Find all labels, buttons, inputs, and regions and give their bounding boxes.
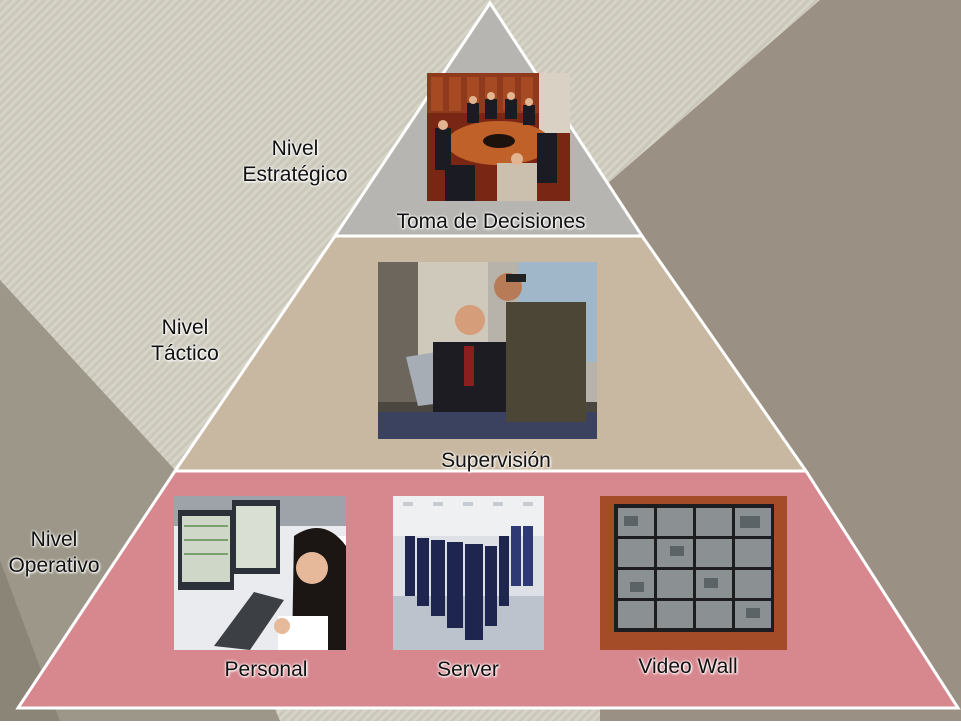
operator-headset-photo <box>174 496 346 650</box>
server-caption: Server <box>437 658 499 681</box>
tactical-caption: Supervisión <box>441 449 551 472</box>
video-wall-photo <box>600 496 787 650</box>
strategic-caption: Toma de Decisiones <box>396 210 586 233</box>
personal-caption: Personal <box>224 658 308 681</box>
tactical-level-label: Nivel Táctico <box>130 315 240 367</box>
server-room-photo <box>393 496 544 650</box>
tactical-label-line1: Nivel <box>161 316 209 339</box>
operational-level-label: Nivel Operativo <box>2 527 106 579</box>
tactical-label-line2: Táctico <box>151 342 219 365</box>
strategic-label-line1: Nivel <box>271 137 319 160</box>
supervisor-laptop-photo <box>378 262 597 439</box>
operational-label-line1: Nivel <box>30 528 78 551</box>
strategic-level-label: Nivel Estratégico <box>233 136 357 188</box>
boardroom-meeting-photo <box>427 73 570 201</box>
operational-label-line2: Operativo <box>8 554 100 577</box>
video-wall-caption: Video Wall <box>638 655 738 678</box>
strategic-label-line2: Estratégico <box>242 163 348 186</box>
